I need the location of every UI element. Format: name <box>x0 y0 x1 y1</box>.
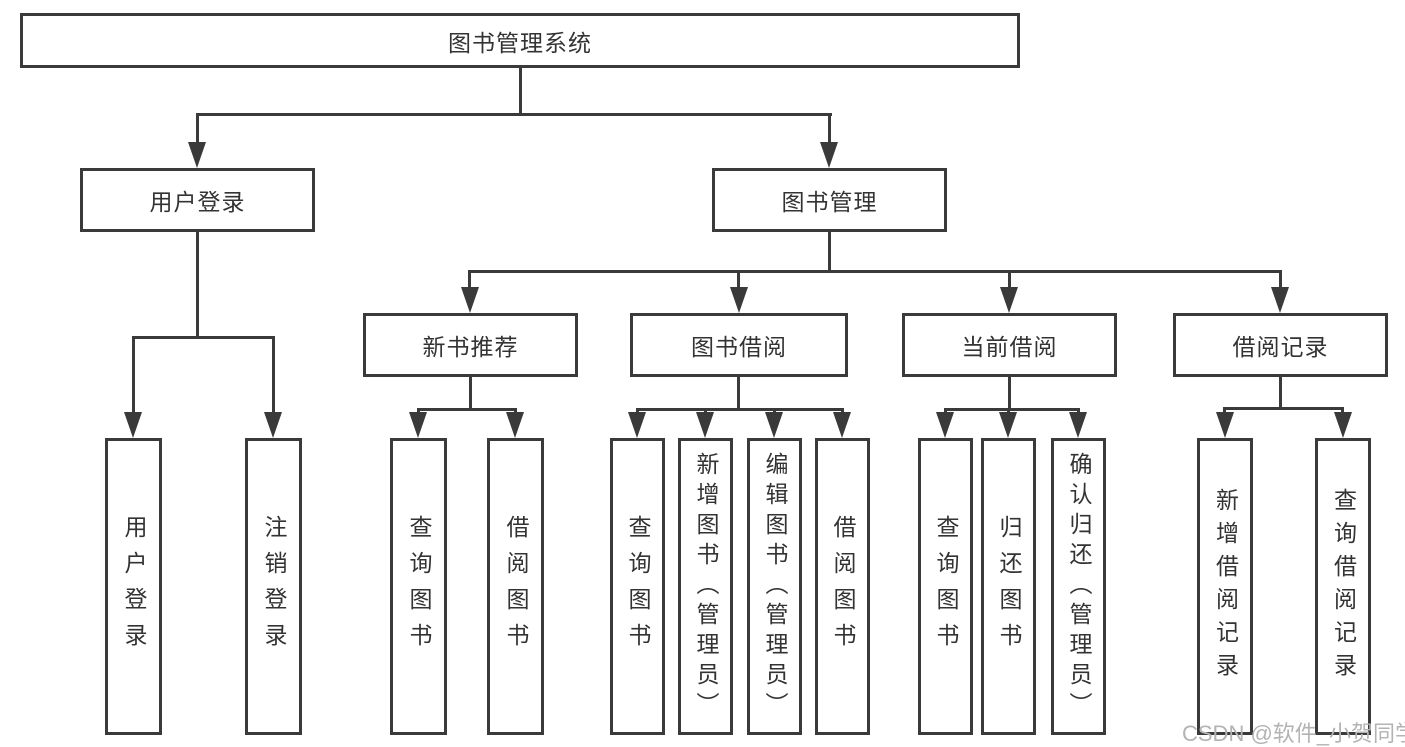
leaf-borrow-books: 借阅图书 <box>815 438 870 735</box>
node-library-system: 图书管理系统 <box>20 13 1020 68</box>
arrow-down-icon <box>188 142 206 168</box>
connector-line <box>196 113 832 116</box>
node-current-borrowing: 当前借阅 <box>902 313 1117 377</box>
connector-line <box>737 270 740 289</box>
connector-line <box>1341 407 1344 414</box>
leaf-return-book: 归还图书 <box>981 438 1036 735</box>
connector-line <box>132 336 275 339</box>
arrow-down-icon <box>1271 287 1289 313</box>
node-label: 用户登录 <box>121 514 147 659</box>
connector-line <box>1279 270 1282 289</box>
node-label: 图书借阅 <box>691 334 787 360</box>
connector-line <box>944 408 1080 411</box>
connector-line <box>828 232 831 273</box>
arrow-down-icon <box>833 412 851 438</box>
connector-line <box>196 113 199 144</box>
node-label: 新增借阅记录 <box>1212 487 1239 686</box>
connector-line <box>704 408 707 414</box>
connector-line <box>944 408 947 414</box>
connector-line <box>737 377 740 411</box>
connector-line <box>636 408 844 411</box>
node-label: 借阅图书 <box>503 514 529 659</box>
node-label: 查询借阅记录 <box>1330 487 1357 686</box>
connector-line <box>469 377 472 411</box>
connector-line <box>519 68 522 116</box>
node-label: 当前借阅 <box>961 334 1058 360</box>
arrow-down-icon <box>696 412 714 438</box>
arrow-down-icon <box>999 412 1017 438</box>
arrow-down-icon <box>264 412 282 438</box>
node-book-management: 图书管理 <box>712 168 947 232</box>
connector-line <box>1223 407 1226 414</box>
connector-line <box>773 408 776 414</box>
connector-line <box>272 336 275 414</box>
connector-line <box>1279 377 1282 410</box>
node-label: 注销登录 <box>261 514 287 659</box>
arrow-down-icon <box>1000 287 1018 313</box>
connector-line <box>1008 270 1011 289</box>
node-new-book-recommend: 新书推荐 <box>363 313 578 377</box>
arrow-down-icon <box>820 142 838 168</box>
leaf-query-books: 查询图书 <box>390 438 447 735</box>
connector-line <box>1008 377 1011 411</box>
node-label: 用户登录 <box>149 189 246 215</box>
leaf-add-borrow-record: 新增借阅记录 <box>1197 438 1253 735</box>
arrow-down-icon <box>1069 412 1087 438</box>
connector-line <box>468 270 471 289</box>
connector-line <box>1077 408 1080 414</box>
watermark: CSDN @软件_小贺同学 <box>1182 721 1405 746</box>
node-label: 新书推荐 <box>422 334 519 360</box>
connector-line <box>468 270 1282 273</box>
node-label: 图书管理系统 <box>448 29 592 56</box>
leaf-borrow-books: 借阅图书 <box>487 438 544 735</box>
leaf-add-book-admin: 新增图书（管理员） <box>678 438 733 735</box>
connector-line <box>636 408 639 414</box>
node-label: 新增图书（管理员） <box>693 451 719 722</box>
connector-line <box>417 408 517 411</box>
node-label: 归还图书 <box>996 514 1022 659</box>
node-label: 借阅记录 <box>1232 334 1329 360</box>
node-user-login: 用户登录 <box>80 168 315 232</box>
arrow-down-icon <box>1216 412 1234 438</box>
node-label: 图书管理 <box>781 189 878 215</box>
leaf-query-borrow-record: 查询借阅记录 <box>1315 438 1371 735</box>
node-label: 查询图书 <box>625 514 651 659</box>
node-label: 确认归还（管理员） <box>1066 451 1092 722</box>
leaf-query-books: 查询图书 <box>918 438 973 735</box>
node-borrow-records: 借阅记录 <box>1173 313 1388 377</box>
arrow-down-icon <box>506 412 524 438</box>
node-label: 查询图书 <box>933 514 959 659</box>
arrow-down-icon <box>409 412 427 438</box>
node-label: 查询图书 <box>406 514 432 659</box>
connector-line <box>196 232 199 339</box>
leaf-query-books: 查询图书 <box>610 438 665 735</box>
connector-line <box>841 408 844 414</box>
connector-line <box>132 336 135 414</box>
arrow-down-icon <box>124 412 142 438</box>
arrow-down-icon <box>730 287 748 313</box>
leaf-confirm-return-admin: 确认归还（管理员） <box>1051 438 1106 735</box>
connector-line <box>1007 408 1010 414</box>
node-label: 借阅图书 <box>830 514 856 659</box>
connector-line <box>514 408 517 414</box>
leaf-logout: 注销登录 <box>245 438 302 735</box>
arrow-down-icon <box>765 412 783 438</box>
arrow-down-icon <box>628 412 646 438</box>
connector-line <box>828 113 831 144</box>
arrow-down-icon <box>461 287 479 313</box>
leaf-edit-book-admin: 编辑图书（管理员） <box>747 438 802 735</box>
node-book-borrowing: 图书借阅 <box>630 313 848 377</box>
connector-line <box>417 408 420 414</box>
node-label: 编辑图书（管理员） <box>762 451 788 722</box>
connector-line <box>1224 407 1344 410</box>
arrow-down-icon <box>936 412 954 438</box>
leaf-user-login: 用户登录 <box>105 438 162 735</box>
arrow-down-icon <box>1334 412 1352 438</box>
